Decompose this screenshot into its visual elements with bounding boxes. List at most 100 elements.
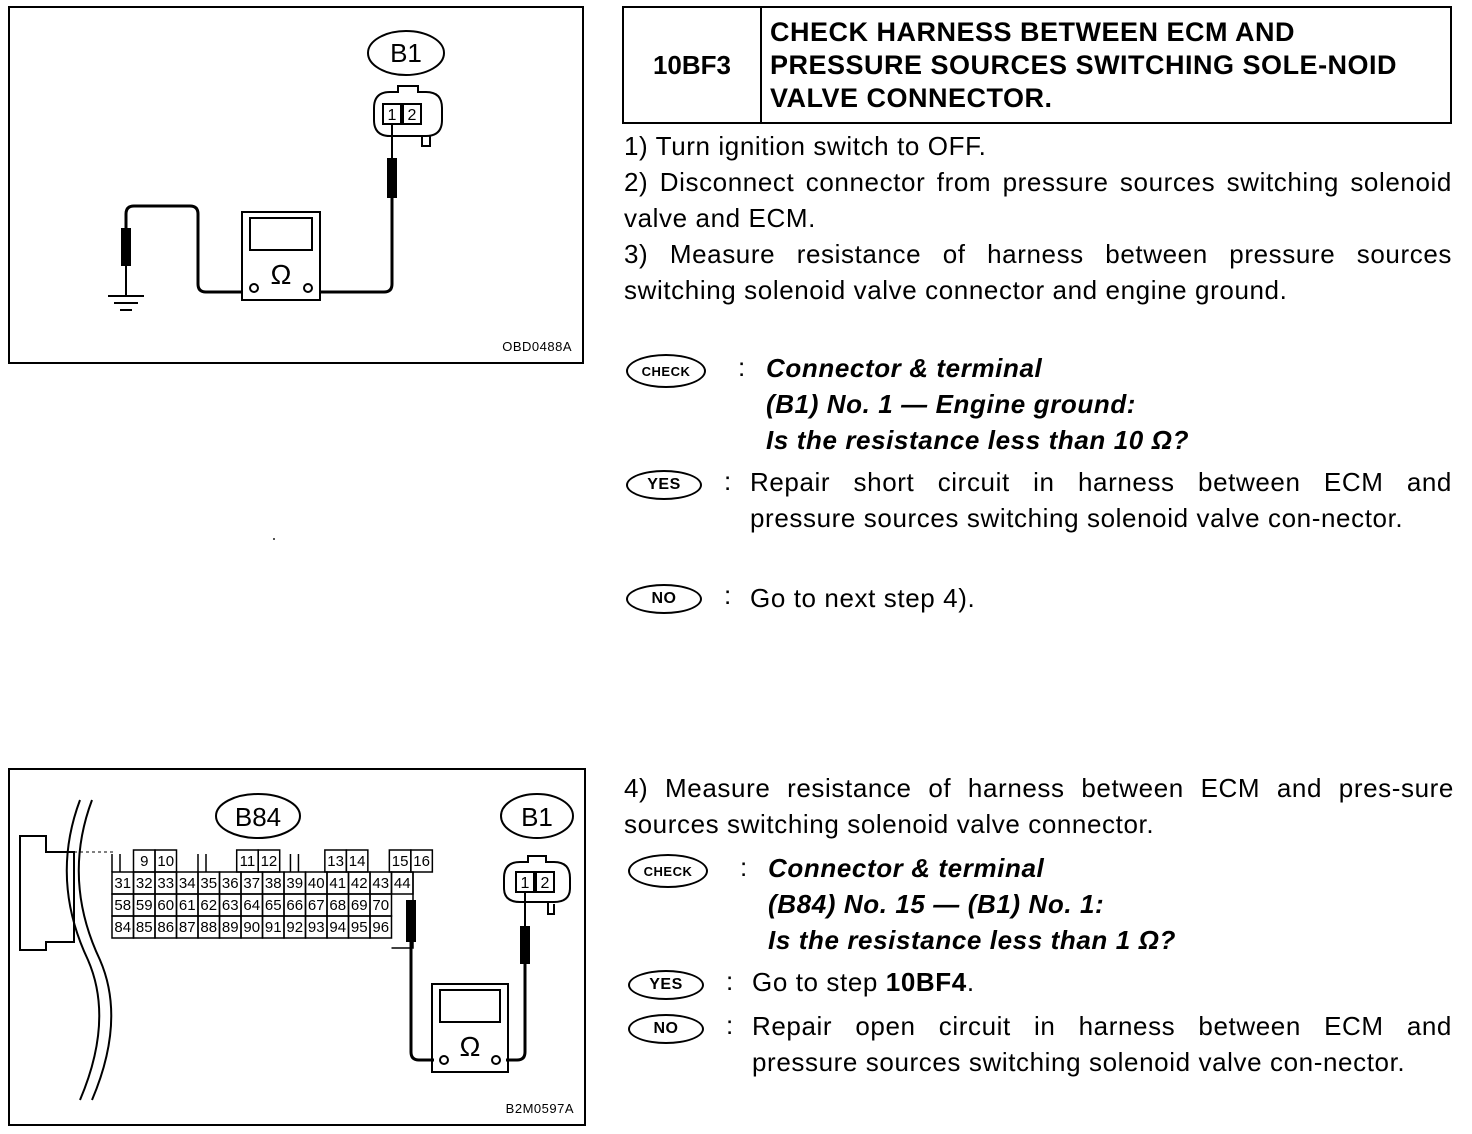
terminal-left (249, 283, 259, 293)
ecm-callout (215, 793, 301, 839)
connector-notch (289, 854, 300, 872)
figure-code: OBD0488A (502, 339, 572, 354)
pin-number: 38 (265, 875, 282, 892)
pin-number: 68 (329, 897, 346, 914)
connector-notch (111, 854, 121, 872)
pin-number: 65 (265, 897, 282, 914)
check-badge: CHECK (628, 854, 708, 888)
check2-line1: Connector & terminal (768, 853, 1045, 883)
pin-number: 37 (243, 875, 260, 892)
pin-number: 35 (200, 875, 217, 892)
connector-callout-label: B1 (521, 802, 553, 832)
pin-number: 13 (327, 853, 344, 870)
yes2-prefix: Go to step (752, 967, 886, 997)
scan-speck (273, 538, 275, 540)
pin-number: 31 (114, 875, 131, 892)
yes2-text: Go to step 10BF4. (752, 967, 975, 997)
pin-number: 39 (286, 875, 303, 892)
pin-number: 69 (351, 897, 368, 914)
pin-number: 92 (286, 919, 303, 936)
pin-number: 41 (329, 875, 346, 892)
pin-number: 67 (308, 897, 325, 914)
terminal-right (303, 283, 313, 293)
pin-number: 63 (222, 897, 239, 914)
connector-callout (500, 793, 574, 839)
probe-right (387, 158, 397, 198)
pin-number: 43 (372, 875, 389, 892)
pin-1: 1 (388, 107, 397, 124)
probe-connector (520, 926, 530, 964)
colon: : (726, 966, 734, 996)
pin-number: 12 (261, 853, 278, 870)
colon: : (724, 580, 732, 610)
colon: : (724, 466, 732, 496)
ohmmeter (431, 983, 509, 1073)
figure-b1-ground: B1 1 2 Ω OBD0488A (8, 6, 584, 364)
ground-symbol (108, 295, 144, 311)
colon: : (726, 1010, 734, 1040)
check2-line3: Is the resistance less than 1 Ω? (768, 925, 1176, 955)
grid-cell (257, 849, 281, 873)
pin-number: 58 (114, 897, 131, 914)
yes-badge: YES (628, 970, 704, 1000)
ecm-callout-label: B84 (235, 802, 281, 832)
no1-text: Go to next step 4). (750, 583, 976, 613)
pin-number: 40 (308, 875, 325, 892)
connector-latch (421, 136, 431, 147)
pin-number: 14 (349, 853, 366, 870)
pin-number: 60 (157, 897, 174, 914)
pin-number: 64 (243, 897, 260, 914)
pin-number: 66 (286, 897, 303, 914)
check-badge: CHECK (626, 354, 706, 388)
grid-cell (154, 849, 178, 873)
no2-text: Repair open circuit in harness between E… (752, 1011, 1452, 1077)
yes2-step-link: 10BF4 (885, 967, 967, 997)
pin-number: 34 (179, 875, 196, 892)
pin-2: 2 (408, 107, 417, 124)
instruction-1: 1) Turn ignition switch to OFF. (624, 131, 987, 161)
check1-line2: (B1) No. 1 — Engine ground: (766, 389, 1137, 419)
yes-badge: YES (626, 470, 702, 500)
connector-callout (367, 30, 445, 76)
pin-number: 90 (243, 919, 260, 936)
ohmmeter-display (249, 217, 313, 251)
pin-number: 9 (140, 853, 148, 870)
ohm-symbol: Ω (460, 1031, 481, 1062)
pin-number: 44 (394, 875, 411, 892)
instruction-4: 4) Measure resistance of harness between… (624, 773, 1454, 839)
step-header: 10BF3 CHECK HARNESS BETWEEN ECM AND PRES… (622, 6, 1452, 124)
pin-number: 62 (200, 897, 217, 914)
pin-number: 42 (351, 875, 368, 892)
wiring-diagram: B1 1 2 Ω (108, 30, 445, 311)
check1-line3: Is the resistance less than 10 Ω? (766, 425, 1190, 455)
probe-left (121, 228, 131, 266)
pin-number: 15 (392, 853, 409, 870)
pin-number: 88 (200, 919, 217, 936)
pin-number: 86 (157, 919, 174, 936)
pin-2-box (402, 103, 422, 125)
step-number: 10BF3 (624, 8, 762, 122)
pin-number: 70 (372, 897, 389, 914)
connector-callout-label: B1 (390, 38, 422, 68)
pin-number: 10 (157, 853, 174, 870)
ecm-housing (19, 835, 75, 951)
check2-line2: (B84) No. 15 — (B1) No. 1: (768, 889, 1105, 919)
no-badge: NO (626, 584, 702, 614)
pin-number: 32 (136, 875, 153, 892)
ohmmeter-display (439, 989, 501, 1023)
pin-number: 84 (114, 919, 131, 936)
step-title: CHECK HARNESS BETWEEN ECM AND PRESSURE S… (770, 17, 1398, 113)
ohm-symbol: Ω (271, 259, 292, 290)
ohmmeter (241, 211, 321, 301)
pin-number: 87 (179, 919, 196, 936)
pin-number: 91 (265, 919, 282, 936)
pin-number: 93 (308, 919, 325, 936)
grid-cell (410, 849, 434, 873)
connector-notch (197, 854, 207, 872)
pin-number: 96 (372, 919, 389, 936)
check1-line1: Connector & terminal (766, 353, 1043, 383)
pin-number: 89 (222, 919, 239, 936)
pin-1: 1 (521, 875, 530, 892)
